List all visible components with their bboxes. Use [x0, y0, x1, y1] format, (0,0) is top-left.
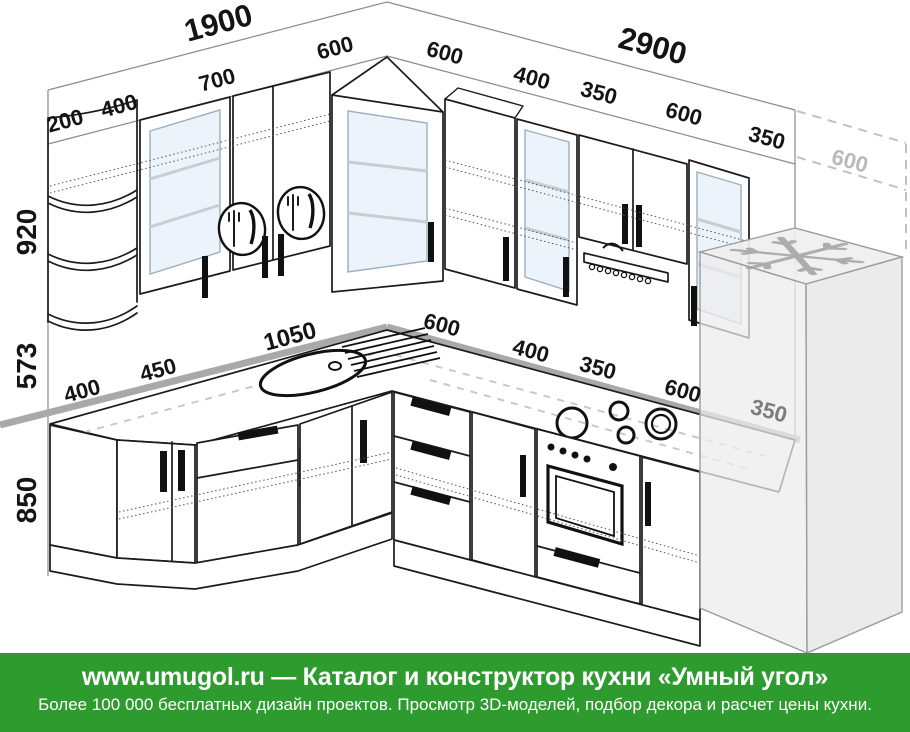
dim-upper-right-600b: 600: [663, 97, 705, 131]
dim-left-wall-total: 1900: [180, 0, 256, 49]
door-handle: [622, 204, 628, 244]
dim-height-upper: 920: [11, 209, 42, 256]
upper-double-cabinet-600: [578, 134, 688, 265]
door-handle: [278, 234, 284, 276]
door-handle: [636, 205, 642, 247]
footer-banner: www.umugol.ru — Каталог и конструктор ку…: [0, 653, 910, 732]
drawer-handle: [237, 425, 279, 441]
dim-right-wall-total: 2900: [615, 20, 691, 72]
upper-glass-cabinet-400: [139, 96, 231, 298]
door-handle: [202, 256, 208, 298]
upper-glass-cabinet-350: [516, 118, 578, 306]
base-drawer-door-cabinet-450: [196, 424, 305, 564]
footer-tagline: Более 100 000 бесплатных дизайн проектов…: [38, 695, 872, 714]
base-cabinets-right: [393, 391, 701, 647]
plinth-right: [393, 539, 701, 647]
footer-site-title: www.umugol.ru — Каталог и конструктор ку…: [81, 663, 829, 691]
drawer-handle: [410, 485, 452, 506]
dim-upper-right-350b: 350: [746, 121, 788, 155]
door-handle: [691, 286, 697, 326]
oven-drawer-handle: [553, 547, 601, 568]
door-handle: [160, 451, 167, 492]
upper-corner-glass-cabinet: [331, 56, 444, 293]
dim-height-apron: 573: [11, 343, 42, 390]
base-corner-angled-cabinet: [116, 439, 196, 564]
upper-cutlery-cabinet-700: [217, 71, 331, 278]
sink: [258, 327, 441, 398]
dim-upper-right-600: 600: [424, 36, 466, 70]
fridge-depth-guides: [796, 110, 907, 256]
drawer-handle: [410, 440, 452, 461]
cooktop: [555, 400, 678, 445]
cutlery-icon: [276, 185, 326, 241]
door-handle: [178, 450, 185, 491]
dim-height-base: 850: [11, 477, 42, 524]
corner-open-shelves: [47, 99, 138, 331]
base-end-panel: [49, 424, 118, 559]
base-cabinets-left: [49, 391, 393, 590]
drainboard-grooves: [341, 327, 441, 378]
base-sink-cabinet: [299, 391, 393, 545]
hood-coil: [588, 263, 652, 285]
dim-upper-left-400: 400: [98, 89, 140, 123]
fridge: [697, 227, 905, 655]
door-handle: [645, 482, 651, 526]
door-handle: [262, 236, 268, 278]
drawer-handle: [410, 396, 452, 417]
dim-upper-right-400: 400: [511, 61, 553, 95]
door-handle: [360, 420, 367, 463]
door-handle: [520, 455, 526, 497]
oven: [536, 428, 641, 605]
upper-door-cabinet-400: [444, 87, 524, 289]
base-dotted-guides: [118, 451, 701, 564]
cutlery-icon: [217, 201, 267, 257]
backsplash-strip-left: [0, 323, 388, 429]
extractor-hood: [583, 242, 669, 285]
dim-fridge-depth: 600: [829, 144, 871, 178]
dim-upper-left-600: 600: [314, 31, 356, 65]
dim-upper-left-200: 200: [44, 104, 86, 138]
base-drawer-cabinet-400: [393, 391, 471, 561]
door-handle: [503, 237, 509, 281]
door-handle: [428, 222, 434, 262]
upper-dotted-guides: [49, 113, 751, 251]
plinth-left: [49, 512, 393, 590]
snowflake-icon: [729, 236, 865, 276]
upper-cabinets-left: [47, 71, 331, 331]
dim-upper-right-350: 350: [578, 76, 620, 110]
oven-knobs: [547, 443, 617, 471]
base-door-cabinet-350: [471, 411, 536, 578]
base-door-cabinet-350-fridge: [641, 456, 701, 621]
dim-upper-left-700: 700: [196, 63, 238, 97]
door-handle: [563, 257, 569, 297]
